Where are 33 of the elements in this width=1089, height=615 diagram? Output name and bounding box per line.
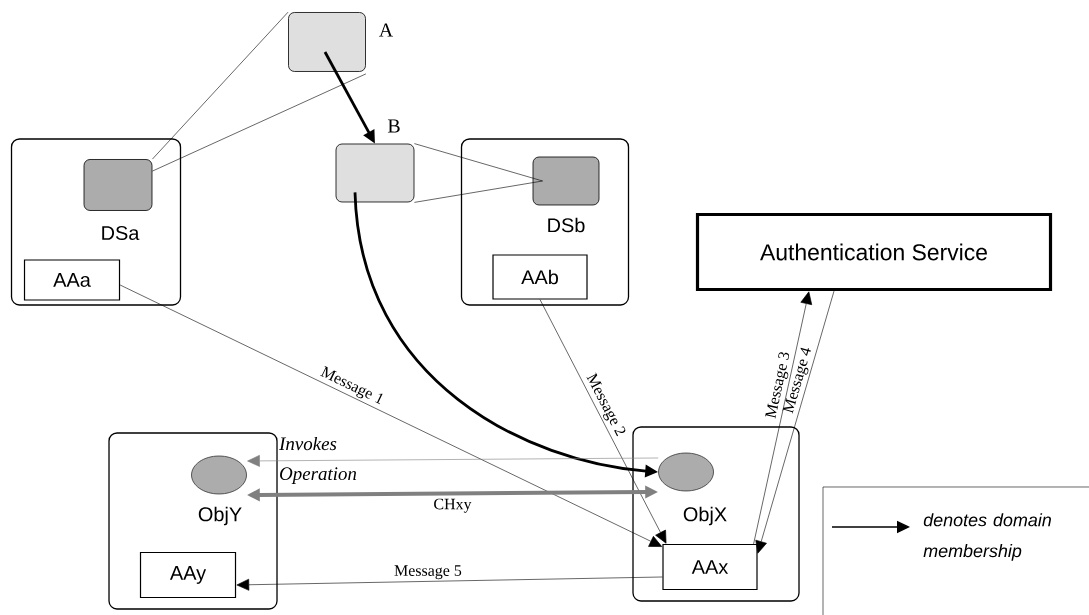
agent-box: AAa [23, 259, 121, 301]
edge-label: Invokes Operation [279, 436, 357, 484]
node-label: B [387, 119, 400, 133]
node-label: DSb [548, 217, 585, 233]
domain-frame [108, 432, 278, 610]
connector-line [152, 73, 367, 172]
agent-box: AAb [492, 254, 588, 300]
domain-box: B [335, 119, 415, 203]
arrow [755, 290, 835, 554]
agent-box: AAy [139, 551, 237, 599]
node-label: ObjX [683, 506, 727, 526]
node-label: ObjY [198, 506, 242, 526]
legend-text: denotes domain membership [923, 513, 1051, 561]
arrow [247, 455, 659, 467]
domain-frame [460, 138, 630, 306]
connector-line [152, 11, 289, 160]
node-label: DSa [102, 225, 140, 241]
arrow [539, 299, 667, 544]
edge-label: CHxy [434, 498, 472, 513]
domain-box: A [288, 12, 394, 72]
connector-line [414, 143, 543, 182]
arrow [236, 576, 663, 591]
domain-service-box: DSa [83, 159, 153, 241]
arrow [119, 284, 663, 547]
service-box: Authentication Service [695, 212, 1053, 292]
node-label: A [379, 23, 394, 37]
agent-box: AAx [662, 543, 758, 591]
connector-line [414, 180, 543, 203]
domain-service-box: DSb [532, 156, 600, 233]
edge-label: Message 5 [394, 565, 462, 580]
domain-frame [632, 426, 800, 602]
domain-frame [10, 138, 182, 306]
arrow [753, 291, 813, 545]
